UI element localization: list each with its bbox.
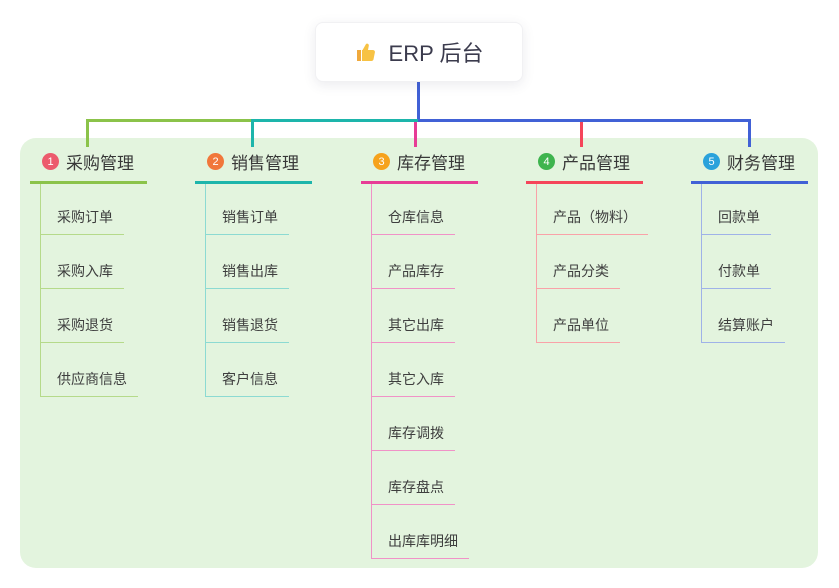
child-label: 产品单位 bbox=[537, 315, 620, 343]
child-node[interactable]: 客户信息 bbox=[206, 343, 312, 397]
branch-purchase: 1 采购管理 采购订单 采购入库 采购退货 供应商信息 bbox=[30, 146, 147, 397]
branch-finance: 5 财务管理 回款单 付款单 结算账户 bbox=[691, 146, 808, 343]
branch-children: 采购订单 采购入库 采购退货 供应商信息 bbox=[40, 184, 147, 397]
child-label: 其它出库 bbox=[372, 315, 455, 343]
branch-inventory: 3 库存管理 仓库信息 产品库存 其它出库 其它入库 库存调拨 库存盘点 出库库… bbox=[361, 146, 478, 559]
child-label: 结算账户 bbox=[702, 315, 785, 343]
connector-trunk-finance bbox=[418, 119, 751, 122]
branch-header-inventory[interactable]: 3 库存管理 bbox=[361, 146, 478, 184]
child-label: 销售订单 bbox=[206, 207, 289, 235]
branch-children: 回款单 付款单 结算账户 bbox=[701, 184, 808, 343]
child-node[interactable]: 产品库存 bbox=[372, 235, 478, 289]
child-label: 销售出库 bbox=[206, 261, 289, 289]
child-label: 产品库存 bbox=[372, 261, 455, 289]
branch-header-purchase[interactable]: 1 采购管理 bbox=[30, 146, 147, 184]
branch-children: 销售订单 销售出库 销售退货 客户信息 bbox=[205, 184, 312, 397]
child-node[interactable]: 回款单 bbox=[702, 184, 808, 235]
child-label: 库存调拨 bbox=[372, 423, 455, 451]
connector-trunk-purchase bbox=[86, 119, 254, 122]
child-label: 库存盘点 bbox=[372, 477, 455, 505]
child-node[interactable]: 产品分类 bbox=[537, 235, 648, 289]
background-panel bbox=[20, 138, 818, 568]
branch-title: 财务管理 bbox=[727, 154, 795, 173]
child-node[interactable]: 产品（物料） bbox=[537, 184, 648, 235]
child-node[interactable]: 采购退货 bbox=[41, 289, 147, 343]
child-node[interactable]: 采购订单 bbox=[41, 184, 147, 235]
branch-product: 4 产品管理 产品（物料） 产品分类 产品单位 bbox=[526, 146, 648, 343]
branch-title: 销售管理 bbox=[231, 154, 299, 173]
branch-children: 仓库信息 产品库存 其它出库 其它入库 库存调拨 库存盘点 出库库明细 bbox=[371, 184, 478, 559]
child-node[interactable]: 库存盘点 bbox=[372, 451, 478, 505]
child-label: 供应商信息 bbox=[41, 369, 138, 397]
connector-drop-inventory bbox=[414, 121, 417, 147]
child-node[interactable]: 销售订单 bbox=[206, 184, 312, 235]
branch-header-sales[interactable]: 2 销售管理 bbox=[195, 146, 312, 184]
root-label: ERP 后台 bbox=[388, 41, 484, 66]
child-node[interactable]: 其它入库 bbox=[372, 343, 478, 397]
child-node[interactable]: 付款单 bbox=[702, 235, 808, 289]
child-label: 产品分类 bbox=[537, 261, 620, 289]
connector-drop-finance bbox=[748, 119, 751, 147]
thumbs-up-icon bbox=[355, 40, 379, 64]
child-node[interactable]: 结算账户 bbox=[702, 289, 808, 343]
child-node[interactable]: 供应商信息 bbox=[41, 343, 147, 397]
child-label: 采购订单 bbox=[41, 207, 124, 235]
child-label: 出库库明细 bbox=[372, 531, 469, 559]
root-node[interactable]: ERP 后台 bbox=[315, 22, 523, 82]
child-node[interactable]: 采购入库 bbox=[41, 235, 147, 289]
connector-drop-purchase bbox=[86, 119, 89, 147]
child-label: 客户信息 bbox=[206, 369, 289, 397]
connector-root-vertical bbox=[417, 82, 420, 122]
child-label: 采购入库 bbox=[41, 261, 124, 289]
child-label: 其它入库 bbox=[372, 369, 455, 397]
branch-number-badge: 2 bbox=[207, 153, 224, 170]
child-node[interactable]: 出库库明细 bbox=[372, 505, 478, 559]
branch-title: 采购管理 bbox=[66, 154, 134, 173]
child-label: 付款单 bbox=[702, 261, 771, 289]
child-node[interactable]: 仓库信息 bbox=[372, 184, 478, 235]
branch-number-badge: 5 bbox=[703, 153, 720, 170]
branch-sales: 2 销售管理 销售订单 销售出库 销售退货 客户信息 bbox=[195, 146, 312, 397]
branch-children: 产品（物料） 产品分类 产品单位 bbox=[536, 184, 648, 343]
child-node[interactable]: 销售出库 bbox=[206, 235, 312, 289]
child-label: 回款单 bbox=[702, 207, 771, 235]
branch-header-product[interactable]: 4 产品管理 bbox=[526, 146, 643, 184]
connector-drop-product bbox=[580, 121, 583, 147]
child-node[interactable]: 销售退货 bbox=[206, 289, 312, 343]
branch-title: 库存管理 bbox=[397, 154, 465, 173]
child-node[interactable]: 库存调拨 bbox=[372, 397, 478, 451]
connector-trunk-sales bbox=[251, 119, 418, 122]
child-label: 产品（物料） bbox=[537, 207, 648, 235]
branch-number-badge: 3 bbox=[373, 153, 390, 170]
child-node[interactable]: 其它出库 bbox=[372, 289, 478, 343]
child-label: 采购退货 bbox=[41, 315, 124, 343]
connector-drop-sales bbox=[251, 119, 254, 147]
child-label: 销售退货 bbox=[206, 315, 289, 343]
branch-title: 产品管理 bbox=[562, 154, 630, 173]
child-label: 仓库信息 bbox=[372, 207, 455, 235]
branch-number-badge: 4 bbox=[538, 153, 555, 170]
branch-header-finance[interactable]: 5 财务管理 bbox=[691, 146, 808, 184]
child-node[interactable]: 产品单位 bbox=[537, 289, 648, 343]
branch-number-badge: 1 bbox=[42, 153, 59, 170]
